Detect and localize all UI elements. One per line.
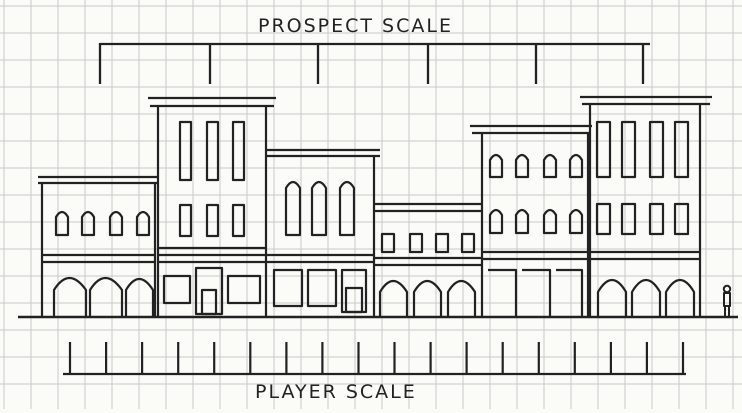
human-figure [724,286,730,316]
building-6 [580,97,712,317]
building-4 [374,204,482,317]
building-2-middle-windows [180,205,244,236]
building-5-storefront [488,270,582,317]
building-1 [38,177,158,317]
building-3 [266,150,380,317]
building-3-upper-windows [286,182,354,235]
building-5-upper-windows [490,155,582,177]
player-scale-label: PLAYER SCALE [255,381,417,403]
building-1-arcades [54,278,153,317]
building-6-middle-windows [597,204,688,234]
building-2-upper-windows [180,122,244,180]
building-4-arcades [380,281,475,317]
building-2 [148,98,276,317]
prospect-scale-label: PROSPECT SCALE [258,15,453,37]
prospect-scale [100,43,650,84]
building-2-storefront [164,268,260,314]
building-6-arcades [598,280,694,317]
player-scale [63,342,686,374]
building-1-upper-windows [56,212,149,235]
building-6-upper-windows [597,122,688,177]
